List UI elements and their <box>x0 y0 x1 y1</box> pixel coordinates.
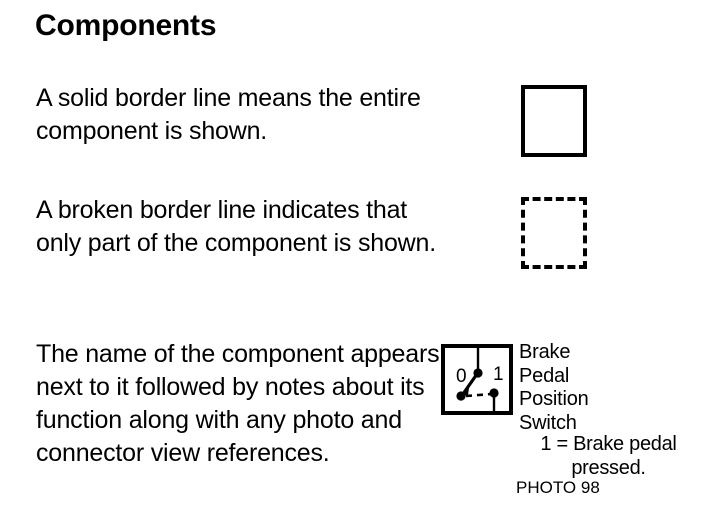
note-line-1: 1 = Brake pedal <box>540 433 677 455</box>
switch-position-0-label: 0 <box>456 366 467 387</box>
component-name-label: Brake Pedal Position Switch <box>519 341 704 435</box>
paragraph-component-name: The name of the component appears next t… <box>36 340 440 467</box>
note-line-2: pressed. <box>571 456 646 479</box>
page-title: Components <box>35 9 217 42</box>
photo-reference: PHOTO 98 <box>516 478 600 497</box>
switch-contact-dot-1 <box>489 388 499 398</box>
component-function-note: 1 = Brake pedal pressed. <box>513 433 704 480</box>
component-label-line-4: Switch <box>519 411 577 434</box>
solid-border-box-example <box>521 85 587 157</box>
switch-blade-line <box>461 373 479 395</box>
switch-contact-dot-0 <box>456 391 466 401</box>
dashed-border-box-example <box>521 197 587 269</box>
switch-linkage-dashed-line <box>465 392 492 398</box>
paragraph-broken-border: A broken border line indicates that only… <box>36 196 436 257</box>
paragraph-solid-border: A solid border line means the entire com… <box>36 84 421 145</box>
component-label-line-2: Pedal <box>519 364 570 387</box>
switch-position-1-label: 1 <box>493 364 504 385</box>
component-label-line-1: Brake <box>519 341 571 363</box>
switch-schematic-icon: 0 1 <box>456 348 504 411</box>
brake-pedal-position-switch-symbol: 0 1 <box>441 344 513 415</box>
component-label-line-3: Position <box>519 388 589 410</box>
